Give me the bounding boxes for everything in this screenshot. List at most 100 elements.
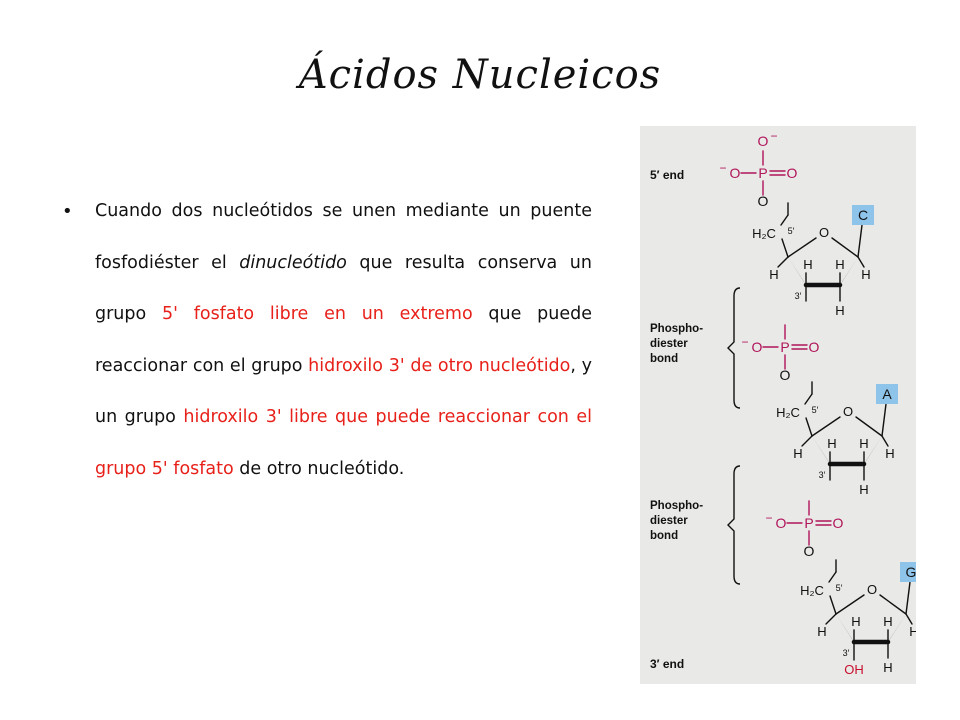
- highlight-5-phosphate: 5' fosfato libre en un extremo: [161, 304, 473, 324]
- sugar-2-h-c1: H: [885, 446, 894, 461]
- phosphate-1-o-top: O: [758, 133, 769, 149]
- text-segment-4: , y un grupo: [95, 355, 592, 428]
- sugar-1-h-c3-up: H: [803, 257, 812, 272]
- sugar-2-five-prime: 5′: [812, 405, 819, 415]
- sugar-3-h-c1: H: [909, 624, 916, 639]
- sugar-3-h2c: H₂C: [800, 583, 824, 598]
- bracket-1-label-3: bond: [650, 353, 678, 365]
- sugar-3-h-c3-up: H: [851, 614, 860, 629]
- sugar-1-h-c2-up: H: [835, 257, 844, 272]
- sugar-1-five-prime: 5′: [788, 226, 795, 236]
- sugar-2-bond-c5-c4: [805, 417, 813, 437]
- sugar-3-wedge-c4-c3: [836, 614, 856, 645]
- bracket-2-label-1: Phospho-: [650, 500, 703, 512]
- phosphate-1-o-left: O: [730, 165, 741, 181]
- sugar-1-bond-c4-o: [787, 237, 817, 258]
- sugar-1-h-c2-down: H: [835, 303, 844, 318]
- phosphate-2-p-atom: P: [780, 339, 789, 355]
- five-end-label: 5′ end: [650, 168, 684, 182]
- sugar-1-bond-h-c4: [777, 256, 789, 268]
- bracket-2-label-3: bond: [650, 530, 678, 542]
- sugar-3-ring-o: O: [867, 582, 877, 597]
- sugar-2-ring-o: O: [843, 404, 853, 419]
- phosphate-1-o-left-charge: −: [719, 161, 726, 175]
- sugar-1-h-c4: H: [769, 267, 778, 282]
- phosphate-1-o-bottom: O: [758, 193, 769, 209]
- sugar-2-h-c2-down: H: [859, 482, 868, 497]
- sugar-1-wedge-c4-c3: [788, 257, 808, 288]
- sugar-2-bond-h-c4: [801, 435, 813, 447]
- sugar-3-wedge-c1-c2: [886, 614, 906, 645]
- sugar-1-bond-base: [857, 224, 863, 258]
- bracket-2-curly: [727, 465, 741, 585]
- sugar-1-h-c1: H: [861, 267, 870, 282]
- bullet-dot: •: [62, 201, 73, 222]
- sugar-1-three-prime: 3′: [795, 291, 802, 301]
- sugar-2-h2c: H₂C: [776, 405, 800, 420]
- text-segment-1: Cuando dos nucleótidos se unen mediante …: [95, 201, 592, 273]
- sugar-2-h-c4: H: [793, 446, 802, 461]
- phosphate-2-o-left-charge: −: [741, 335, 748, 349]
- sugar-2-bond-c4-o: [811, 416, 841, 437]
- sugar-1-h2c: H₂C: [752, 226, 776, 241]
- highlight-3-hydroxyl: hidroxilo 3' de otro nucleótido: [308, 355, 571, 376]
- sugar-2-wedge-c1-c2: [862, 436, 882, 467]
- text-segment-3: que puede reaccionar con el grupo: [95, 304, 592, 376]
- phosphate-3-p-atom: P: [804, 515, 813, 531]
- sugar-3-bond-h-c1: [905, 613, 913, 625]
- sugar-1-wedge-c1-c2: [838, 257, 858, 288]
- dinucleotide-term: dinucleótido: [239, 252, 347, 273]
- text-segment-2: que resulta conserva un grupo: [95, 252, 592, 325]
- bracket-1-label-1: Phospho-: [650, 323, 703, 335]
- phosphate-1-o-right: O: [787, 165, 798, 181]
- sugar-3-h-c2-up: H: [883, 614, 892, 629]
- phosphate-3-o-bottom: O: [804, 543, 815, 559]
- sugar-2-h-c2-up: H: [859, 436, 868, 451]
- sugar-3-base-box: [900, 562, 916, 582]
- sugar-1-bond-o-c1: [831, 237, 859, 258]
- sugar-2-base-label: A: [882, 386, 892, 402]
- sugar-3-bond-base: [905, 581, 911, 615]
- sugar-3-bond-h-c4: [825, 613, 837, 625]
- bracket-1-label-2: diester: [650, 338, 688, 350]
- sugar-2-bond-o-c1: [855, 416, 883, 437]
- bracket-2-label-2: diester: [650, 515, 688, 527]
- bullet-item: • Cuando dos nucleótidos se unen mediant…: [62, 186, 592, 495]
- sugar-1-bond-h-c1: [857, 256, 865, 268]
- sugar-2-base-box: [876, 384, 898, 404]
- sugar-3-bond-c5-o: [828, 571, 837, 583]
- phosphate-3-o-left: O: [776, 515, 787, 531]
- sugar-1-bond-c5-o: [780, 214, 789, 226]
- sugar-1-ring-o: O: [819, 225, 829, 240]
- sugar-1-bond-c5-c4: [781, 238, 789, 258]
- sugar-3-base-label: G: [906, 564, 916, 580]
- sugar-2-bond-h-c1: [881, 435, 889, 447]
- highlight-free-3-hydroxyl: hidroxilo 3' libre que puede reaccionar …: [95, 407, 592, 479]
- phosphate-1-p-atom: P: [758, 165, 767, 181]
- sugar-3-bond-o-c1: [879, 594, 907, 615]
- text-segment-5: de otro nucleótido.: [233, 458, 405, 479]
- slide-title: Ácidos Nucleicos: [298, 52, 662, 98]
- sugar-3-bond-c4-o: [835, 594, 865, 615]
- sugar-1-base-box: [852, 205, 874, 225]
- phosphate-2-o-right: O: [809, 339, 820, 355]
- phosphate-2-o-left: O: [752, 339, 763, 355]
- sugar-2-bond-base: [881, 403, 887, 437]
- phosphate-1-o-top-charge: −: [770, 129, 777, 143]
- sugar-1-base-label: C: [858, 207, 868, 223]
- sugar-3-h-c4: H: [817, 624, 826, 639]
- sugar-3-five-prime: 5′: [836, 583, 843, 593]
- sugar-3-h-c2-down: H: [883, 660, 892, 675]
- bullet-paragraph: Cuando dos nucleótidos se unen mediante …: [95, 186, 592, 495]
- three-end-label: 3′ end: [650, 657, 684, 671]
- phosphate-3-o-right: O: [833, 515, 844, 531]
- sugar-2-wedge-c4-c3: [812, 436, 832, 467]
- sugar-2-h-c3-up: H: [827, 436, 836, 451]
- sugar-3-three-prime: 3′: [843, 648, 850, 658]
- sugar-3-bond-c5-c4: [829, 595, 837, 615]
- phosphate-3-o-left-charge: −: [765, 511, 772, 525]
- sugar-2-three-prime: 3′: [819, 470, 826, 480]
- phosphate-2-o-bottom: O: [780, 367, 791, 383]
